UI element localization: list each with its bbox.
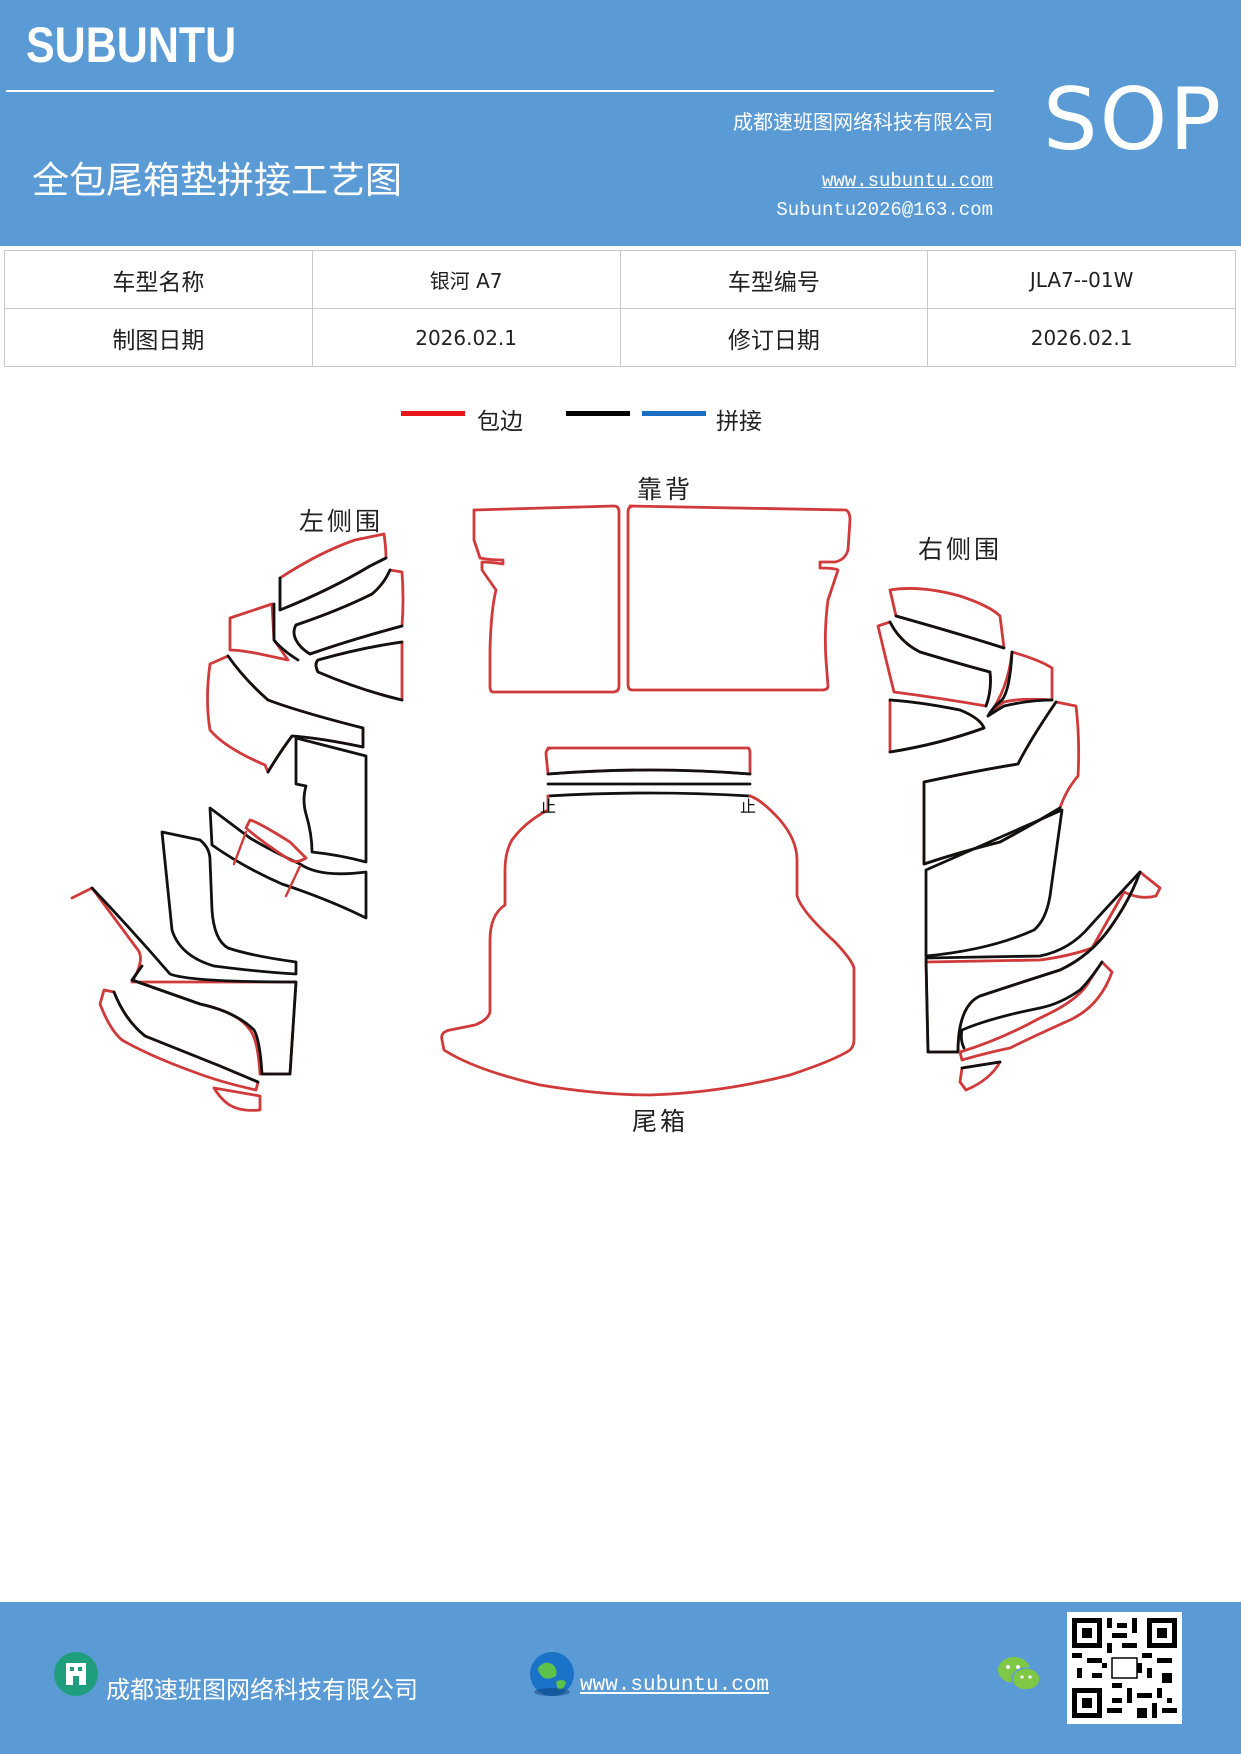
model-code-label: 车型编号 <box>619 250 929 309</box>
table-row: 制图日期 2026.02.1 修订日期 2026.02.1 <box>4 308 1236 367</box>
left-side-piece-10b <box>90 886 298 1076</box>
left-side-piece-3b <box>272 602 300 662</box>
header-company: 成都速班图网络科技有限公司 <box>733 110 993 134</box>
qr-code-pattern <box>1072 1618 1177 1718</box>
right-side-piece-2b <box>888 620 992 708</box>
legend-splice-swatch <box>642 411 706 416</box>
right-side-piece-4b <box>888 698 986 754</box>
left-side-piece-9 <box>160 830 298 976</box>
legend-edge-swatch <box>401 411 465 416</box>
label-trunk: 尾箱 <box>632 1107 689 1136</box>
wechat-icon <box>998 1657 1041 1691</box>
trunk-main-panel <box>440 794 856 1097</box>
revise-date-label: 修订日期 <box>619 308 929 367</box>
right-side-piece-9b <box>960 1060 1002 1070</box>
label-left-side: 左侧围 <box>299 507 384 536</box>
header-email: Subuntu2026@163.com <box>776 199 993 221</box>
right-side-piece-3 <box>986 650 1054 718</box>
right-side-piece-8b <box>959 960 1104 1050</box>
right-side-piece-7b <box>924 870 1142 1054</box>
left-side-seam-1 <box>232 830 248 866</box>
brand-logo: SUBUNTU <box>26 17 237 73</box>
left-side-piece-1 <box>278 532 388 612</box>
header-banner <box>0 0 1241 246</box>
left-side-piece-6 <box>294 736 368 864</box>
left-side-seam-2 <box>284 864 302 898</box>
legend-black-swatch <box>566 411 630 416</box>
left-side-piece-2b <box>292 568 404 656</box>
qr-code <box>1067 1612 1182 1724</box>
model-code-value: JLA7--01W <box>927 250 1236 309</box>
label-backrest: 靠背 <box>637 475 694 504</box>
globe-icon <box>530 1652 574 1696</box>
draw-date-value: 2026.02.1 <box>311 308 621 367</box>
vehicle-info-table: 车型名称 银河 A7 车型编号 JLA7--01W 制图日期 2026.02.1… <box>4 250 1236 367</box>
backrest-right-panel <box>626 504 852 692</box>
right-side-piece-3b <box>986 650 1054 718</box>
backrest-left-panel <box>472 504 621 694</box>
label-right-side: 右侧围 <box>918 535 1003 564</box>
document-title: 全包尾箱垫拼接工艺图 <box>32 159 402 202</box>
trunk-strip-line-3 <box>546 791 752 798</box>
left-side-piece-5b <box>226 654 365 774</box>
stop-marker-left: 止 <box>540 797 556 816</box>
left-side-piece-12 <box>212 1086 262 1112</box>
right-side-piece-8 <box>958 960 1114 1062</box>
draw-date-label: 制图日期 <box>4 308 313 367</box>
left-side-piece-4b <box>314 640 404 702</box>
model-name-value: 银河 A7 <box>311 250 621 309</box>
right-side-piece-4 <box>888 698 986 754</box>
left-side-piece-3 <box>228 602 290 662</box>
right-side-piece-6 <box>924 808 1064 958</box>
stop-marker-right: 止 <box>740 797 756 816</box>
left-side-piece-5 <box>206 654 365 774</box>
left-side-piece-11b <box>112 990 260 1084</box>
sop-badge: SOP <box>1043 70 1224 170</box>
legend-splice-label: 拼接 <box>716 409 762 435</box>
header-website-link[interactable]: www.subuntu.com <box>821 170 993 192</box>
right-side-piece-1b <box>894 614 1006 650</box>
left-side-piece-1b <box>278 556 388 612</box>
legend-edge-label: 包边 <box>477 409 523 435</box>
model-name-label: 车型名称 <box>4 250 313 309</box>
right-side-piece-5b <box>922 700 1062 866</box>
right-side-piece-2 <box>876 620 992 708</box>
table-row: 车型名称 银河 A7 车型编号 JLA7--01W <box>4 250 1236 309</box>
revise-date-value: 2026.02.1 <box>927 308 1236 367</box>
legend: 包边 拼接 <box>0 402 1241 438</box>
left-side-piece-11 <box>98 988 260 1092</box>
footer-website-link[interactable]: www.subuntu.com <box>580 1674 770 1697</box>
header-divider <box>6 90 994 92</box>
building-icon <box>54 1652 98 1696</box>
footer-company: 成都速班图网络科技有限公司 <box>106 1676 418 1704</box>
trunk-strip-line-1 <box>546 768 752 776</box>
left-side-piece-8 <box>244 818 308 863</box>
mat-pattern-drawing: 止 止 <box>70 504 1162 1112</box>
